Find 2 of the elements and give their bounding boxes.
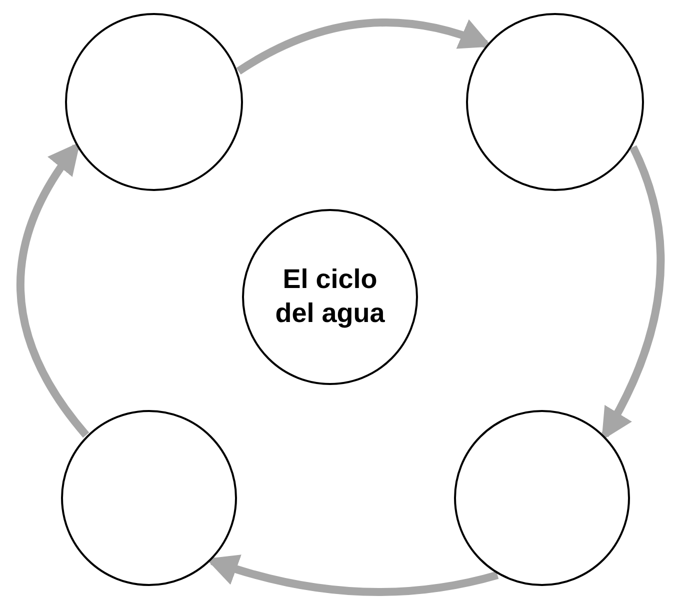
circle-title: El ciclo del agua [274, 263, 386, 330]
curved-arrow [16, 142, 90, 438]
